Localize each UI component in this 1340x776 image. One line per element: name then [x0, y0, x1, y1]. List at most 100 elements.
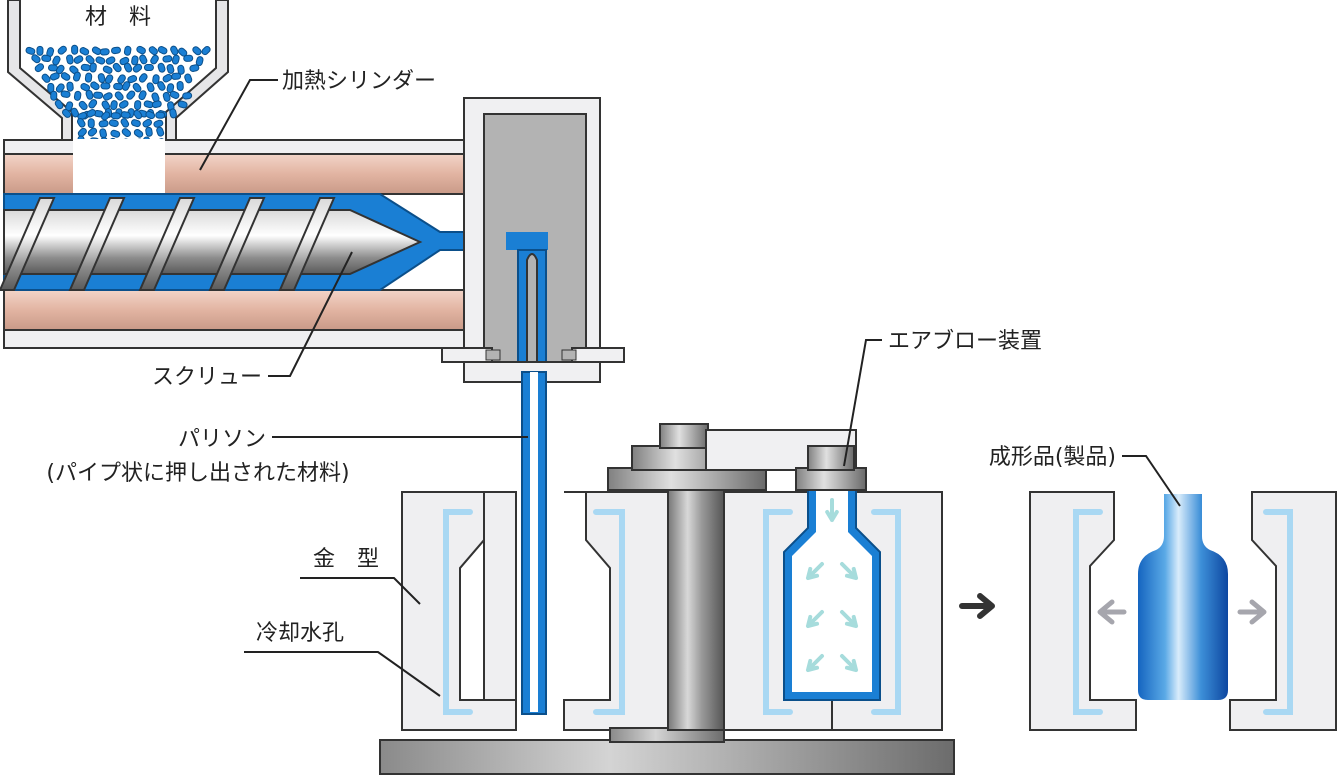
pellet: [50, 90, 58, 101]
pellet: [49, 72, 60, 81]
pellet: [73, 90, 82, 101]
pellet: [126, 90, 136, 100]
pellet: [120, 118, 130, 128]
pellet: [66, 54, 74, 65]
screw-flight: [208, 197, 266, 291]
pellet: [41, 54, 52, 63]
pellet: [102, 65, 113, 74]
pellet: [157, 81, 166, 91]
air-flow-arrows: [806, 498, 858, 672]
pellet: [142, 118, 152, 128]
pellet: [87, 127, 98, 137]
pellet: [97, 73, 106, 84]
pellet: [61, 108, 72, 118]
pellet: [71, 44, 79, 55]
label-material: 材 料: [85, 5, 151, 30]
screw-flight: [138, 197, 196, 291]
leader-lines: [199, 79, 1181, 697]
air-arrow-icon: [825, 498, 839, 522]
pellet: [132, 63, 143, 73]
screw-flight: [68, 197, 126, 291]
pellet: [177, 64, 185, 75]
pellet: [183, 54, 194, 62]
label-mold: 金 型: [313, 547, 379, 572]
pellet: [99, 48, 110, 56]
air-arrow-icon: [840, 610, 858, 628]
pellet: [169, 108, 177, 119]
pellet: [111, 46, 121, 55]
screw: [0, 197, 423, 291]
pellet: [108, 119, 119, 128]
pellet: [121, 128, 132, 138]
pellet: [79, 47, 90, 56]
pellet: [113, 82, 124, 91]
pellet: [121, 81, 131, 91]
pellet: [132, 82, 142, 93]
pellet: [169, 90, 180, 99]
ejection-mold-left: [1029, 491, 1137, 731]
pellet: [55, 83, 65, 93]
pellet: [177, 100, 188, 109]
pellet: [72, 71, 81, 82]
label-cooling-hole: 冷却水孔: [256, 621, 344, 646]
pellet: [57, 45, 67, 55]
pellet: [162, 55, 173, 63]
air-arrow-icon: [806, 654, 824, 672]
screw-flight: [278, 197, 336, 291]
pellet: [85, 89, 94, 100]
pellet: [73, 55, 84, 64]
pellet: [133, 128, 144, 138]
pellet: [78, 100, 88, 111]
pellet: [86, 109, 97, 118]
pellet: [41, 73, 51, 83]
pellet: [123, 45, 132, 56]
pellet: [95, 56, 106, 65]
pellet: [139, 54, 148, 65]
mold-left-half: [401, 491, 517, 731]
pellet: [110, 112, 121, 120]
pellet: [76, 118, 86, 128]
pellet: [157, 62, 166, 73]
pellet: [88, 99, 98, 109]
pellet: [52, 55, 61, 66]
ejection-arrow-right-icon: [1237, 599, 1267, 625]
pellet: [112, 62, 122, 73]
pellet: [100, 82, 111, 90]
pellet: [127, 75, 138, 84]
heating-cylinder: [3, 139, 471, 349]
pellet: [162, 73, 173, 83]
pellet: [131, 55, 139, 66]
label-screw: スクリュー: [152, 365, 262, 390]
pellet: [155, 111, 166, 119]
pellet: [143, 63, 154, 71]
pellet: [146, 82, 155, 93]
pellet: [148, 46, 158, 56]
pellet: [157, 46, 168, 55]
pellet: [171, 54, 180, 65]
screw-flight: [0, 197, 56, 291]
ejection-arrow-left-icon: [1097, 599, 1127, 625]
cooling-channel-left: [443, 509, 473, 715]
air-arrow-icon: [840, 654, 858, 672]
pellet: [114, 91, 124, 101]
ejection-mold-right: [1229, 491, 1337, 731]
pellet: [151, 100, 162, 109]
pellet: [166, 83, 175, 94]
label-parison: パリソン: [178, 427, 266, 452]
pellet: [170, 45, 179, 56]
pellet: [153, 119, 164, 128]
pellet: [110, 100, 118, 111]
pellet: [150, 54, 159, 65]
product-bottle: [1138, 494, 1228, 700]
pellet: [84, 72, 93, 83]
pellet: [93, 91, 104, 99]
pellet: [166, 63, 175, 74]
pellet: [192, 46, 202, 56]
pellet: [123, 62, 133, 73]
press-frame: [379, 423, 955, 775]
pellet: [87, 118, 95, 129]
pellet: [171, 72, 182, 80]
pellet: [136, 45, 146, 55]
pellet: [120, 111, 131, 119]
